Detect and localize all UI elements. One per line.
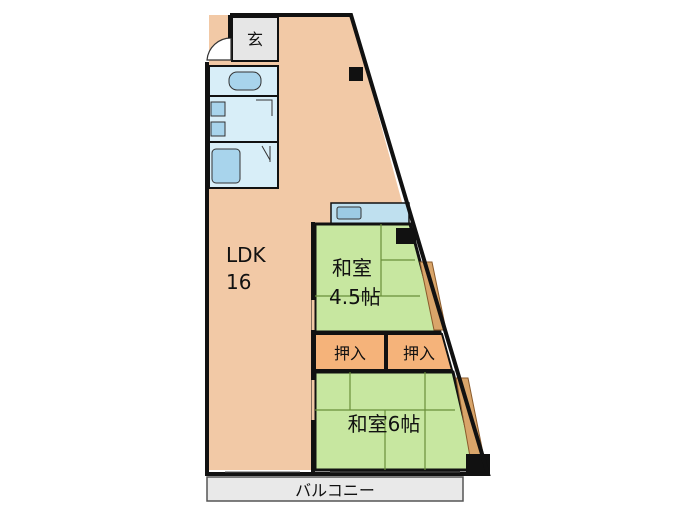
bathtub-fixture [211,148,241,184]
entrance-door-swing [206,37,232,61]
washitsu-large-tatami-lines [315,372,455,470]
oshiire-right-label: 押入 [403,344,435,363]
washing-machine-fixture [210,121,226,137]
oshiire-right [386,333,454,371]
ldk-label: LDK [226,243,267,267]
ldk-size-label: 16 [226,270,251,294]
toilet-fixture [228,71,262,91]
entrance-label: 玄 [247,30,263,49]
oshiire-left-label: 押入 [334,344,366,363]
washitsu-large-label: 和室6帖 [348,412,421,436]
washroom-door-swing [256,99,273,116]
washbasin-fixture [210,101,226,117]
kitchen-sink-fixture [336,206,362,220]
washitsu-small-label: 和室 [332,256,372,280]
bathroom-door-swing [261,145,271,162]
washitsu-small-tatami-lines [315,224,420,297]
outer-wall [205,13,491,476]
balcony [206,476,464,502]
column-mid [396,228,416,244]
washitsu-small-size-label: 4.5帖 [329,285,381,309]
column-top [349,67,363,81]
balcony-label: バルコニー [295,481,375,500]
